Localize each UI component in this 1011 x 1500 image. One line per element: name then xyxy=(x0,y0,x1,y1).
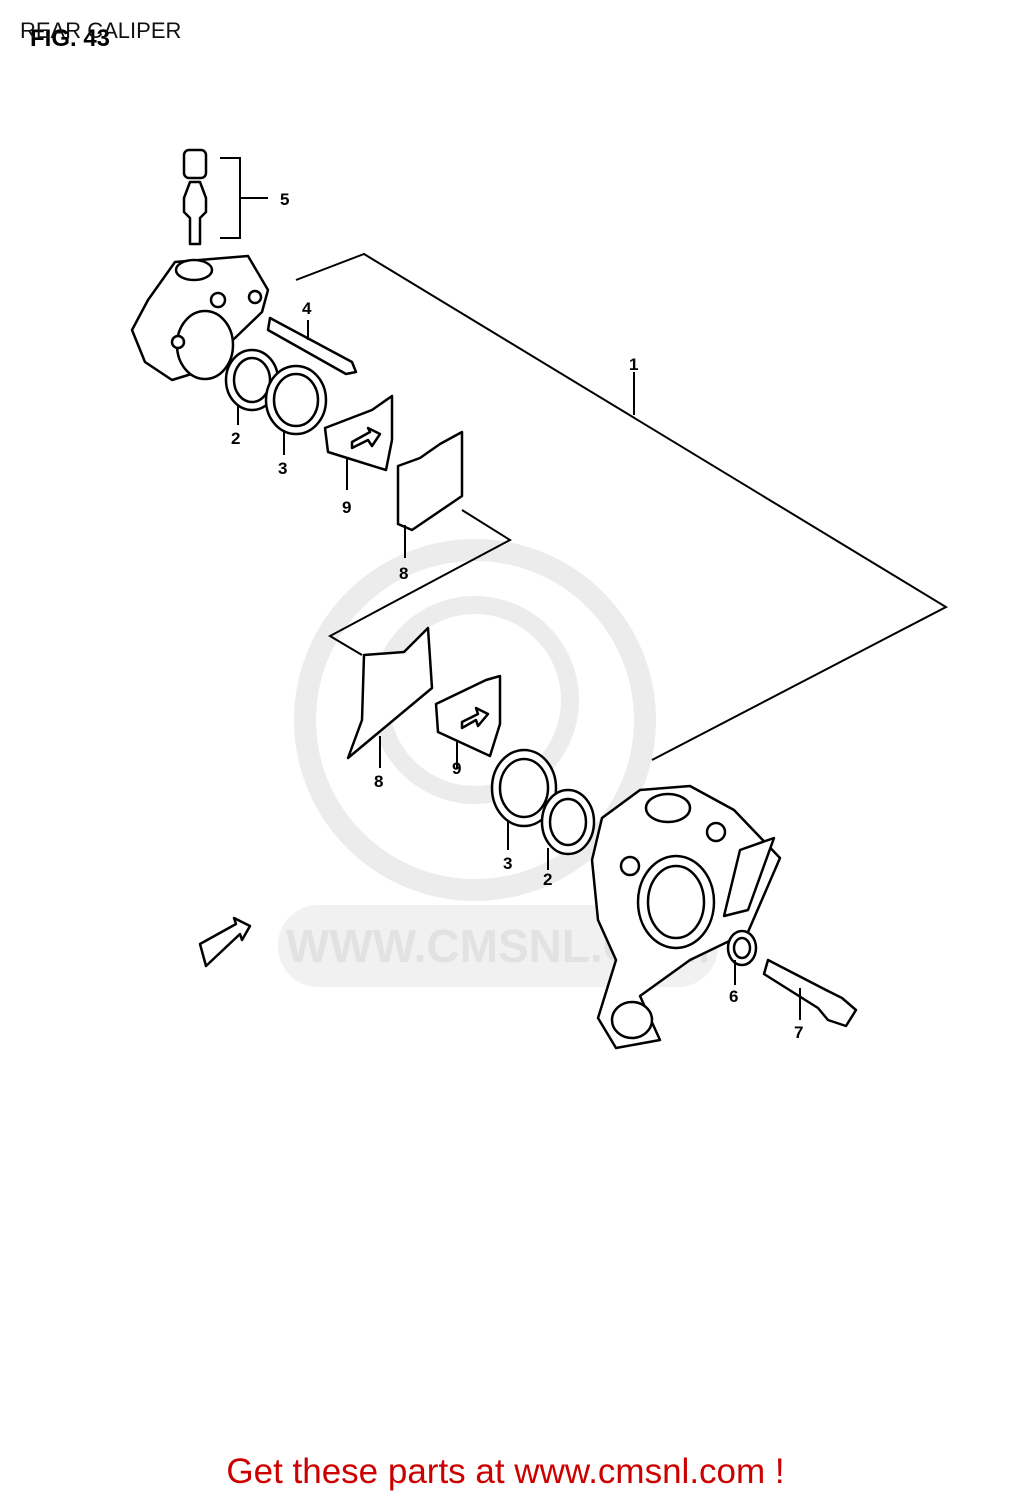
figure-number: FIG. 43 xyxy=(30,25,110,52)
callout-4: 4 xyxy=(302,299,312,318)
pad-pin xyxy=(266,316,358,376)
callout-7: 7 xyxy=(794,1023,803,1042)
callout-8: 8 xyxy=(399,564,408,583)
callout-8: 8 xyxy=(374,772,383,791)
brake-pad-top xyxy=(396,430,464,532)
callout-6: 6 xyxy=(729,987,738,1006)
brake-pad-bottom xyxy=(346,626,434,760)
caliper-half-bottom xyxy=(590,784,782,1050)
callout-2: 2 xyxy=(231,429,240,448)
shim-bottom xyxy=(434,674,502,758)
shim-top xyxy=(323,394,394,472)
caliper-half-top xyxy=(130,254,270,382)
bleeder-valve-assembly xyxy=(182,148,268,246)
callout-9: 9 xyxy=(342,498,351,517)
bleeder-cap xyxy=(182,148,208,180)
front-arrow-icon xyxy=(198,916,252,968)
watermark-logo-outer xyxy=(294,539,656,901)
dust-seal-bottom xyxy=(490,748,558,828)
callout-3: 3 xyxy=(503,854,512,873)
bleeder-valve xyxy=(182,180,208,246)
dust-seal-top xyxy=(264,364,328,436)
mounting-bolt xyxy=(762,958,858,1028)
callout-3: 3 xyxy=(278,459,287,478)
callout-2: 2 xyxy=(543,870,552,889)
assembly-bracket-1 xyxy=(295,252,949,761)
watermark: WWW.CMSNL.COM xyxy=(278,539,718,987)
footer-link-text[interactable]: Get these parts at www.cmsnl.com ! xyxy=(226,1452,785,1491)
callout-5: 5 xyxy=(280,190,289,209)
washer xyxy=(726,929,758,967)
callout-9: 9 xyxy=(452,759,461,778)
diagram-title: REAR CALIPER xyxy=(20,18,181,43)
callout-1: 1 xyxy=(629,355,638,374)
piston-seal-bottom xyxy=(540,788,596,856)
piston-seal-top xyxy=(224,348,280,412)
